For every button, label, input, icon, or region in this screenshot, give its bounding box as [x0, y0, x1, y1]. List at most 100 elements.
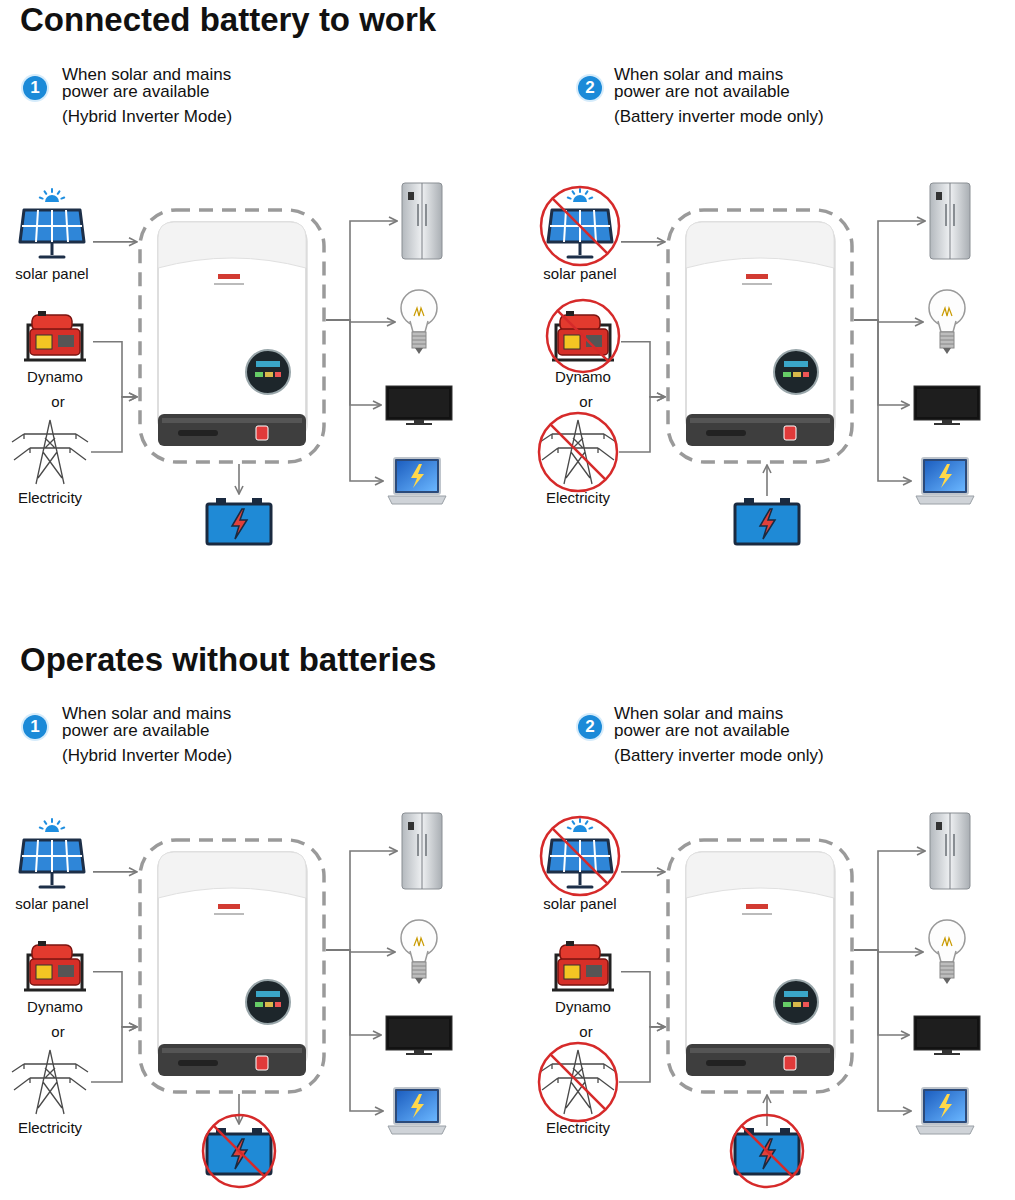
- battery: [204, 1126, 274, 1176]
- tv-icon: [384, 384, 454, 426]
- flow-arrow: [621, 972, 665, 1027]
- flow-arrow: [854, 950, 911, 1111]
- pylon-icon: [12, 418, 88, 486]
- pylon-icon: [540, 418, 616, 486]
- flow-arrow: [621, 342, 665, 397]
- mode-caption: When solar and mains power are available: [62, 66, 257, 100]
- hybrid-inverter: [138, 838, 326, 1094]
- television: [912, 1014, 982, 1056]
- mode-name: (Hybrid Inverter Mode): [62, 746, 232, 766]
- laptop-icon: [914, 454, 976, 508]
- inverter-icon: [666, 838, 854, 1094]
- node-label: Dynamo: [27, 998, 83, 1015]
- or-label: or: [579, 393, 592, 410]
- flow-arrow: [91, 397, 137, 452]
- laptop: [914, 1084, 976, 1138]
- callout-number: 2: [578, 76, 602, 100]
- flow-arrow: [621, 871, 665, 873]
- power-grid: Electricity: [540, 418, 616, 506]
- flow-arrow: [93, 871, 137, 873]
- refrigerator: [400, 182, 444, 260]
- node-label: solar panel: [15, 895, 88, 912]
- inverter-icon: [138, 838, 326, 1094]
- flow-arrow: [326, 950, 383, 1111]
- refrigerator: [928, 812, 972, 890]
- flow-arrow: [619, 1027, 665, 1082]
- tv-icon: [912, 384, 982, 426]
- battery: [732, 1126, 802, 1176]
- flow-arrow: [854, 851, 925, 950]
- power-grid: Electricity: [12, 418, 88, 506]
- flow-arrow: [326, 221, 397, 320]
- hybrid-inverter: [666, 838, 854, 1094]
- solar-panel: solar panel: [542, 820, 618, 912]
- dynamo-icon: [20, 307, 90, 365]
- power-grid: Electricity: [540, 1048, 616, 1136]
- power-grid: Electricity: [12, 1048, 88, 1136]
- television: [384, 1014, 454, 1056]
- tv-icon: [912, 1014, 982, 1056]
- solar-icon: [542, 190, 618, 262]
- television: [912, 384, 982, 426]
- mode-name: (Battery inverter mode only): [614, 746, 824, 766]
- section-heading: Operates without batteries: [20, 640, 436, 680]
- flow-arrow: [326, 950, 381, 1035]
- flow-arrow: [326, 320, 383, 481]
- node-label: Electricity: [18, 1119, 82, 1136]
- battery-icon: [732, 496, 802, 546]
- node-label: Electricity: [18, 489, 82, 506]
- television: [384, 384, 454, 426]
- bulb-icon: [398, 916, 440, 988]
- refrigerator: [400, 812, 444, 890]
- mode-caption: When solar and mains power are not avail…: [614, 705, 809, 739]
- callout-number: 2: [578, 715, 602, 739]
- dynamo-icon: [548, 307, 618, 365]
- flow-arrow: [93, 342, 137, 397]
- light-bulb: [398, 286, 440, 358]
- or-label: or: [51, 393, 64, 410]
- laptop-icon: [914, 1084, 976, 1138]
- laptop-icon: [386, 454, 448, 508]
- solar-panel: solar panel: [542, 190, 618, 282]
- dynamo-icon: [548, 937, 618, 995]
- fridge-icon: [928, 812, 972, 890]
- mode-caption: When solar and mains power are available: [62, 705, 257, 739]
- light-bulb: [926, 286, 968, 358]
- hybrid-inverter: [138, 208, 326, 464]
- fridge-icon: [928, 182, 972, 260]
- solar-icon: [14, 190, 90, 262]
- flow-arrow: [619, 397, 665, 452]
- mode-caption: When solar and mains power are not avail…: [614, 66, 809, 100]
- flow-arrow: [621, 241, 665, 243]
- flow-arrow: [326, 320, 381, 405]
- solar-panel: solar panel: [14, 190, 90, 282]
- battery: [732, 496, 802, 546]
- generator: Dynamo: [20, 937, 90, 1015]
- node-label: solar panel: [15, 265, 88, 282]
- fridge-icon: [400, 812, 444, 890]
- light-bulb: [398, 916, 440, 988]
- flow-arrow: [766, 465, 768, 496]
- flow-arrow: [854, 320, 911, 481]
- mode-name: (Battery inverter mode only): [614, 107, 824, 127]
- node-label: solar panel: [543, 265, 616, 282]
- node-label: Dynamo: [555, 998, 611, 1015]
- callout-number: 1: [23, 715, 47, 739]
- mode-name: (Hybrid Inverter Mode): [62, 107, 232, 127]
- flow-arrow: [854, 950, 909, 1035]
- battery-icon: [204, 1126, 274, 1176]
- node-label: Dynamo: [555, 368, 611, 385]
- flow-arrow: [91, 1027, 137, 1082]
- node-label: solar panel: [543, 895, 616, 912]
- solar-icon: [14, 820, 90, 892]
- tv-icon: [384, 1014, 454, 1056]
- flow-arrow: [238, 1094, 240, 1124]
- generator: Dynamo: [548, 937, 618, 1015]
- battery-icon: [732, 1126, 802, 1176]
- pylon-icon: [540, 1048, 616, 1116]
- node-label: Electricity: [546, 489, 610, 506]
- pylon-icon: [12, 1048, 88, 1116]
- flow-arrow: [854, 320, 909, 405]
- laptop: [914, 454, 976, 508]
